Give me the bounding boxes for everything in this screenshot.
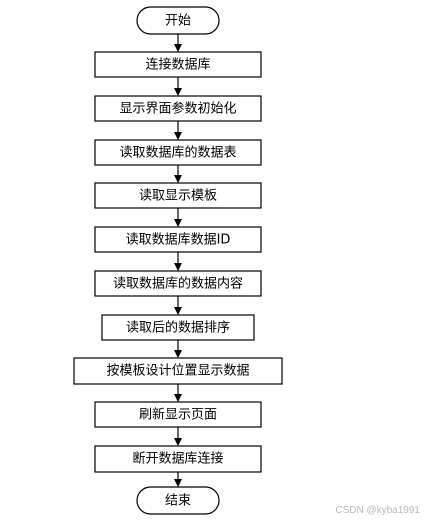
step-label: 读取数据库的数据表 xyxy=(119,145,236,161)
process-step-2: 显示界面参数初始化 xyxy=(94,95,262,122)
end-label: 结束 xyxy=(165,494,191,509)
step-label: 读取数据库的数据内容 xyxy=(113,276,243,292)
step-label: 显示界面参数初始化 xyxy=(119,101,236,117)
end-terminator: 结束 xyxy=(136,486,220,515)
step-label: 读取显示模板 xyxy=(139,189,217,204)
step-label: 按模板设计位置显示数据 xyxy=(106,364,249,379)
process-step-8: 按模板设计位置显示数据 xyxy=(73,357,283,385)
watermark-text: CSDN @kyba1991 xyxy=(335,505,420,516)
start-terminator: 开始 xyxy=(136,6,220,35)
process-step-6: 读取数据库的数据内容 xyxy=(94,270,262,297)
process-step-4: 读取显示模板 xyxy=(94,182,262,209)
step-label: 读取数据库数据ID xyxy=(126,232,231,248)
process-step-7: 读取后的数据排序 xyxy=(101,314,255,341)
process-step-10: 断开数据库连接 xyxy=(94,445,262,473)
process-step-1: 连接数据库 xyxy=(94,51,262,78)
process-step-5: 读取数据库数据ID xyxy=(94,226,262,253)
step-label: 连接数据库 xyxy=(145,57,210,73)
process-step-9: 刷新显示页面 xyxy=(94,401,262,428)
step-label: 读取后的数据排序 xyxy=(126,320,230,336)
step-label: 断开数据库连接 xyxy=(132,451,223,467)
process-step-3: 读取数据库的数据表 xyxy=(94,139,262,166)
start-label: 开始 xyxy=(165,14,191,29)
step-label: 刷新显示页面 xyxy=(139,407,217,423)
